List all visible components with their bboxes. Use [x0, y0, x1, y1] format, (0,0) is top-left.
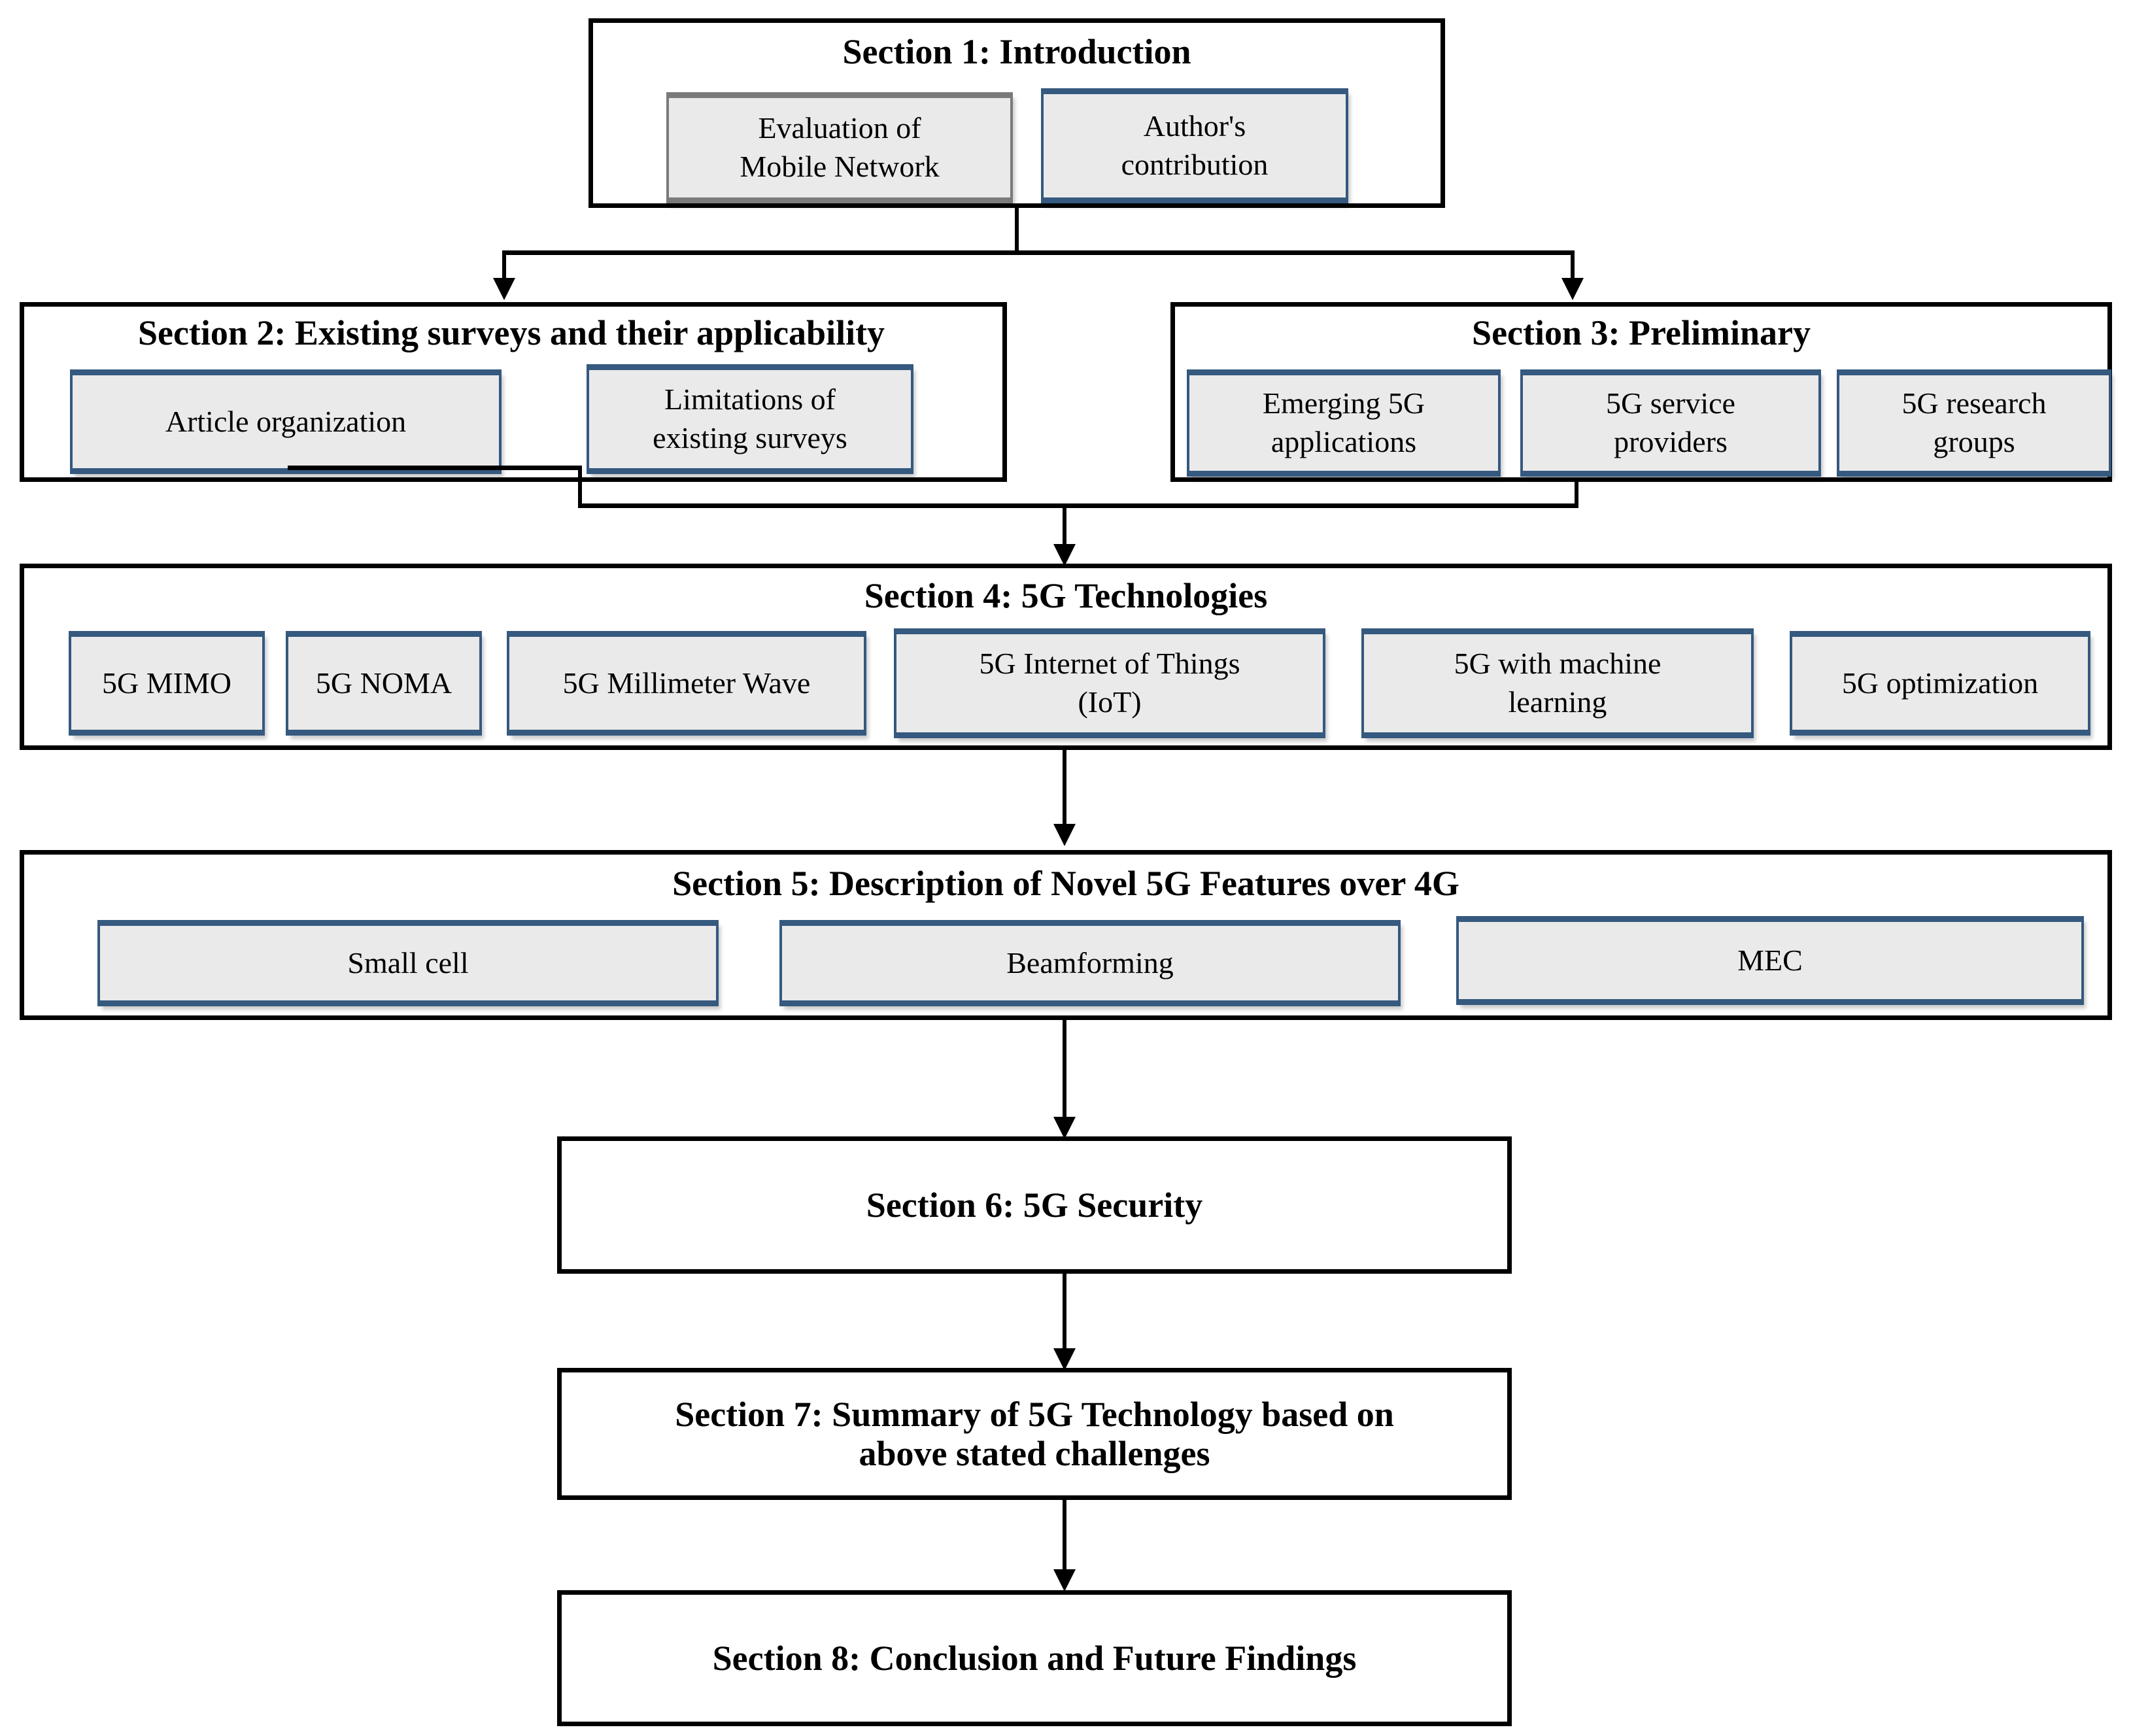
connector-s7-to-s8-arrowhead	[1053, 1569, 1076, 1591]
sub-box-label: Evaluation of Mobile Network	[740, 111, 940, 183]
section-3-box[interactable]: Section 3: Preliminary Emerging 5G appli…	[1170, 302, 2112, 482]
section-4-title: Section 4: 5G Technologies	[864, 576, 1268, 615]
sub-box-evaluation-of-mobile-network[interactable]: Evaluation of Mobile Network	[666, 92, 1013, 203]
sub-box-label: 5G MIMO	[101, 666, 232, 700]
connector-s7-to-s8-stem	[1063, 1500, 1066, 1578]
section-1-title: Section 1: Introduction	[842, 32, 1191, 71]
sub-box-5g-internet-of-things[interactable]: 5G Internet of Things (IoT)	[894, 628, 1325, 738]
sub-box-label: 5G research groups	[1901, 386, 2047, 458]
sub-box-5g-millimeter-wave[interactable]: 5G Millimeter Wave	[507, 631, 866, 736]
sub-box-article-organization[interactable]: Article organization	[70, 369, 502, 474]
sub-box-5g-service-providers[interactable]: 5G service providers	[1520, 369, 1821, 477]
connector-s5-to-s6-arrowhead	[1053, 1117, 1076, 1139]
connector-s2-exit-drop	[578, 466, 582, 508]
sub-box-authors-contribution[interactable]: Author's contribution	[1041, 88, 1348, 203]
sub-box-mec[interactable]: MEC	[1456, 916, 2084, 1005]
sub-box-label: Beamforming	[1006, 945, 1174, 979]
section-6-title: Section 6: 5G Security	[866, 1185, 1203, 1225]
sub-box-limitations-of-existing-surveys[interactable]: Limitations of existing surveys	[587, 364, 913, 474]
sub-box-emerging-5g-applications[interactable]: Emerging 5G applications	[1187, 369, 1501, 477]
section-7-title: Section 7: Summary of 5G Technology base…	[675, 1394, 1394, 1473]
sub-box-label: Limitations of existing surveys	[653, 383, 847, 454]
connector-s1-stem	[1015, 208, 1019, 254]
section-7-box[interactable]: Section 7: Summary of 5G Technology base…	[557, 1368, 1512, 1500]
section-2-box[interactable]: Section 2: Existing surveys and their ap…	[20, 302, 1007, 482]
sub-box-label: 5G with machine learning	[1454, 647, 1662, 719]
section-8-box[interactable]: Section 8: Conclusion and Future Finding…	[557, 1590, 1512, 1726]
connector-merge-bar	[578, 503, 1578, 508]
connector-merge-to-s4-arrowhead	[1053, 544, 1076, 566]
sub-box-label: 5G NOMA	[315, 666, 452, 700]
sub-box-5g-research-groups[interactable]: 5G research groups	[1837, 369, 2111, 477]
section-4-box[interactable]: Section 4: 5G Technologies 5G MIMO 5G NO…	[20, 564, 2112, 750]
section-1-box[interactable]: Section 1: Introduction Evaluation of Mo…	[588, 18, 1445, 208]
sub-box-label: 5G Millimeter Wave	[562, 666, 811, 700]
connector-s4-to-s5-stem	[1063, 750, 1066, 832]
sub-box-beamforming[interactable]: Beamforming	[779, 920, 1401, 1006]
section-2-title: Section 2: Existing surveys and their ap…	[137, 313, 885, 352]
sub-box-label: MEC	[1737, 943, 1803, 977]
sub-box-5g-noma[interactable]: 5G NOMA	[286, 631, 482, 736]
section-5-box[interactable]: Section 5: Description of Novel 5G Featu…	[20, 850, 2112, 1020]
sub-box-label: Author's contribution	[1121, 109, 1269, 181]
connector-s1-to-s2-drop	[502, 250, 506, 290]
connector-s2-exit-stub	[288, 466, 582, 470]
sub-box-label: Article organization	[165, 404, 407, 438]
connector-s6-to-s7-stem	[1063, 1274, 1066, 1355]
sub-box-5g-optimization[interactable]: 5G optimization	[1790, 631, 2090, 736]
connector-s1-split-bar	[502, 250, 1575, 255]
sub-box-label: 5G optimization	[1841, 666, 2039, 700]
sub-box-small-cell[interactable]: Small cell	[97, 920, 719, 1006]
connector-s1-to-s3-arrowhead	[1561, 278, 1584, 300]
sub-box-5g-mimo[interactable]: 5G MIMO	[69, 631, 265, 736]
section-5-title: Section 5: Description of Novel 5G Featu…	[672, 864, 1459, 903]
section-6-box[interactable]: Section 6: 5G Security	[557, 1136, 1512, 1274]
connector-s4-to-s5-arrowhead	[1053, 824, 1076, 846]
section-3-title: Section 3: Preliminary	[1472, 313, 1811, 352]
connector-s1-to-s2-arrowhead	[493, 278, 515, 300]
sub-box-label: Small cell	[347, 945, 469, 979]
connector-merge-to-s4-stem	[1063, 503, 1066, 553]
connector-s5-to-s6-stem	[1063, 1020, 1066, 1125]
sub-box-label: 5G Internet of Things (IoT)	[979, 647, 1240, 719]
section-8-title: Section 8: Conclusion and Future Finding…	[712, 1638, 1357, 1678]
connector-s6-to-s7-arrowhead	[1053, 1348, 1076, 1370]
sub-box-5g-with-machine-learning[interactable]: 5G with machine learning	[1361, 628, 1754, 738]
sub-box-label: 5G service providers	[1606, 386, 1735, 458]
connector-s3-exit-drop	[1575, 482, 1578, 508]
connector-s1-to-s3-drop	[1571, 250, 1575, 290]
sub-box-label: Emerging 5G applications	[1262, 386, 1425, 458]
